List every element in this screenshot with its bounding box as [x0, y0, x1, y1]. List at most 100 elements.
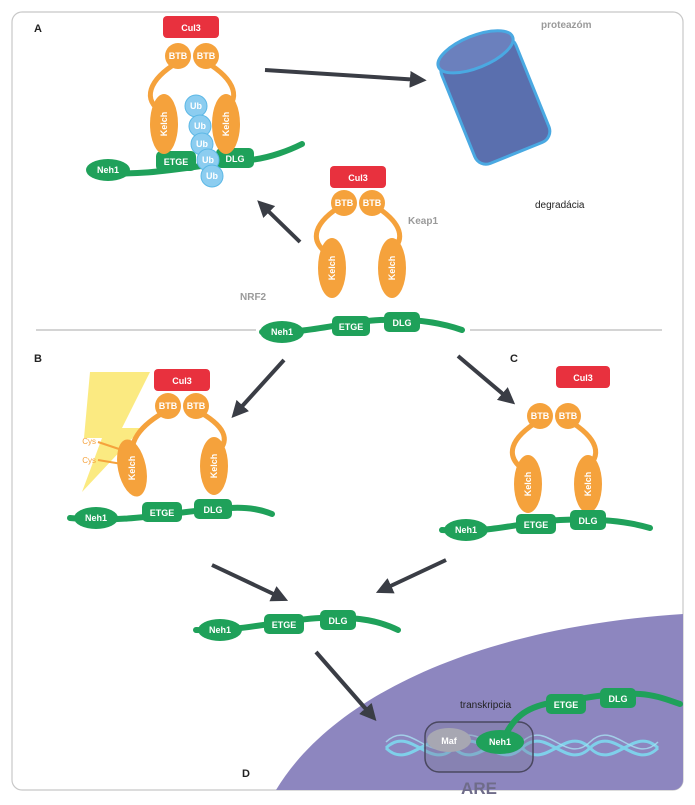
dlg-b-label: DLG: [204, 505, 223, 515]
btb-b-left: [155, 393, 181, 419]
cul3-center-label: Cul3: [348, 173, 368, 183]
keap1-center: Kelch Kelch BTB BTB Cul3: [314, 166, 406, 298]
cys-link-2: [97, 459, 123, 465]
etge-b-label: ETGE: [150, 508, 175, 518]
kelch-c-label-left: Kelch: [523, 472, 533, 497]
arrow-to-proteasome: [264, 68, 427, 88]
neh1-free: [198, 619, 242, 641]
kelch-b-right: [200, 437, 228, 495]
btb-c-label-left: BTB: [531, 411, 550, 421]
btb-c-label-right: BTB: [559, 411, 578, 421]
panel-label-d: D: [242, 768, 250, 780]
keap1-label: Keap1: [408, 216, 438, 227]
arrow-to-panel-b: [231, 358, 286, 418]
dlg-free-label: DLG: [329, 616, 348, 626]
etge-center: [332, 316, 370, 336]
neh1-center: [260, 321, 304, 343]
panel-label-c: C: [510, 353, 518, 365]
kelch-domain-left: [150, 94, 178, 154]
nrf2-nuclear-strand: [501, 690, 683, 741]
kelch-label-right: Kelch: [221, 112, 231, 137]
cul3-b-label: Cul3: [172, 376, 192, 386]
lightning-bolt-icon: [82, 372, 150, 492]
etge-label: ETGE: [164, 157, 189, 167]
arrow-to-panel-c: [456, 354, 516, 405]
kelch-c-label-right: Kelch: [583, 472, 593, 497]
dlg-b: [194, 499, 232, 519]
neh1-b-label: Neh1: [85, 513, 107, 523]
degradation-label: degradácia: [535, 200, 585, 211]
btb-label-right: BTB: [197, 51, 216, 61]
cul3-box: [163, 16, 219, 38]
panel-label-a: A: [34, 23, 42, 35]
neh1-label: Neh1: [97, 165, 119, 175]
neh1-domain: [86, 159, 130, 181]
panel-c-complex: Cul3 Kelch Kelch BTB BTB Neh1 ETGE DLG: [439, 366, 653, 541]
are-label: ARE: [461, 779, 497, 798]
neh1-nuclear-label: Neh1: [489, 737, 511, 747]
arrow-b-to-free-nrf2: [211, 563, 289, 602]
ub-label-1: Ub: [190, 101, 202, 111]
dlg-c-label: DLG: [579, 516, 598, 526]
nrf2-free: Neh1 ETGE DLG: [193, 610, 401, 641]
btb-c-right: [555, 403, 581, 429]
dlg-label: DLG: [226, 154, 245, 164]
etge-c-label: ETGE: [524, 520, 549, 530]
ub-label-5: Ub: [206, 171, 218, 181]
kelch-c-right: [574, 455, 602, 513]
cys-label-1: Cys: [82, 437, 96, 446]
kelch-b-label-left: Kelch: [127, 456, 137, 481]
nucleus: [276, 614, 683, 790]
etge-nuclear: [546, 694, 586, 714]
kelch-center-label-right: Kelch: [387, 256, 397, 281]
arrow-into-nucleus: [314, 650, 377, 722]
dlg-nuclear: [600, 688, 636, 708]
neh1-c: [444, 519, 488, 541]
neh1-b: [74, 507, 118, 529]
kelch-center-label-left: Kelch: [327, 256, 337, 281]
etge-free: [264, 614, 304, 634]
btb-center-label-right: BTB: [363, 198, 382, 208]
ub-label-4: Ub: [202, 155, 214, 165]
btb-label-left: BTB: [169, 51, 188, 61]
kelch-center-right: [378, 238, 406, 298]
neh1-free-label: Neh1: [209, 625, 231, 635]
proteasome-label: proteazóm: [541, 20, 592, 31]
etge-c: [516, 514, 556, 534]
kelch-label-left: Kelch: [159, 112, 169, 137]
btb-domain-right: [193, 43, 219, 69]
dlg-center: [384, 312, 420, 332]
btb-center-left: [331, 190, 357, 216]
panel-label-b: B: [34, 353, 42, 365]
cul3-c-box: [556, 366, 610, 388]
cul3-c-label: Cul3: [573, 373, 593, 383]
arrow-c-to-free-nrf2: [375, 558, 447, 594]
etge-domain: [156, 151, 196, 171]
panel-b-complex: Neh1 ETGE DLG Kelch Kelch Cys Cys BTB BT…: [67, 369, 275, 529]
cys-link-1: [97, 441, 123, 451]
etge-b: [142, 502, 182, 522]
etge-nuclear-label: ETGE: [554, 700, 579, 710]
btb-center-right: [359, 190, 385, 216]
neh1-c-label: Neh1: [455, 525, 477, 535]
nrf2-label: NRF2: [240, 292, 267, 303]
cul3-label: Cul3: [181, 23, 201, 33]
kelch-c-left: [514, 455, 542, 513]
maf-protein: [427, 728, 471, 752]
btb-b-label-right: BTB: [187, 401, 206, 411]
btb-b-label-left: BTB: [159, 401, 178, 411]
dlg-free: [320, 610, 356, 630]
etge-center-label: ETGE: [339, 322, 364, 332]
cul3-b-box: [154, 369, 210, 391]
panel-a-complex: Neh1 ETGE DLG Kelch Kelch BTB BTB Cul3 U…: [86, 16, 305, 188]
neh1-center-label: Neh1: [271, 327, 293, 337]
kelch-b-left: [117, 439, 147, 497]
btb-b-right: [183, 393, 209, 419]
transcription-label: transkripcia: [460, 700, 512, 711]
dlg-c: [570, 510, 606, 530]
arrow-to-ubiquitination: [257, 200, 302, 244]
dlg-nuclear-label: DLG: [609, 694, 628, 704]
maf-label: Maf: [441, 736, 458, 746]
